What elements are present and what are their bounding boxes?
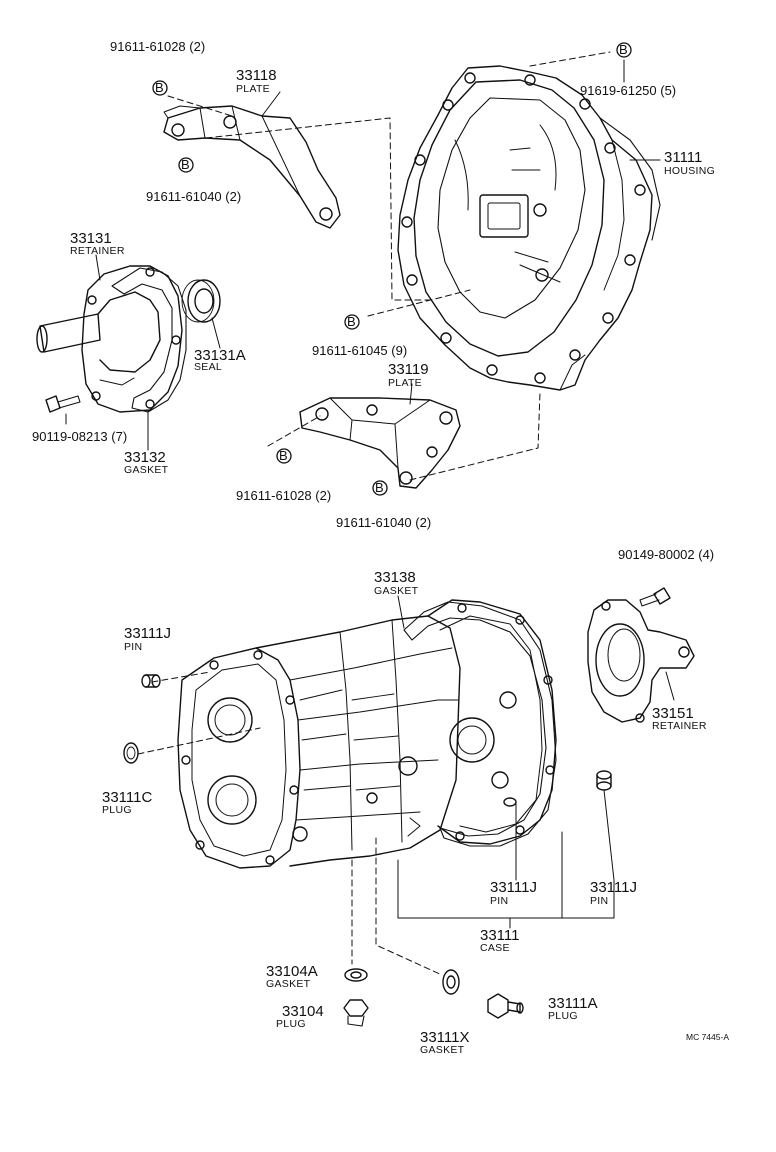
housing-31111 — [397, 65, 661, 391]
plate-33119 — [299, 397, 461, 489]
label-33118: 33118 — [236, 67, 277, 84]
label-33111J-a: 33111J — [490, 879, 537, 896]
bolt-90149-80002 — [639, 587, 671, 607]
label-33118-name: PLATE — [236, 83, 270, 95]
pin-33111J-right — [596, 770, 612, 791]
leader-lines — [65, 51, 675, 976]
label-31111-name: HOUSING — [664, 165, 716, 177]
drawing-code: MC 7445-A — [686, 1032, 729, 1042]
label-33104: 33104 — [282, 1003, 324, 1020]
label-33111J-b-name: PIN — [590, 895, 609, 907]
label-33111X: 33111X — [420, 1029, 470, 1046]
label-91611-61040-mid: 91611-61040 (2) — [336, 515, 432, 530]
label-33119-name: PLATE — [388, 377, 422, 389]
label-33131-name: RETAINER — [70, 245, 125, 257]
marker-b-3: B — [619, 42, 628, 57]
gasket-33138 — [403, 601, 557, 847]
label-33111-name: CASE — [480, 942, 510, 954]
label-33132: 33132 — [124, 449, 166, 466]
marker-b-4: B — [347, 314, 356, 329]
label-91611-61040-top: 91611-61040 (2) — [146, 189, 242, 204]
bolt-90119-08213 — [45, 395, 81, 413]
plug-33111C — [123, 742, 139, 764]
marker-b-1: B — [155, 80, 164, 95]
label-91611-61045: 91611-61045 (9) — [312, 343, 408, 358]
marker-b-2: B — [181, 157, 190, 172]
label-33111X-name: GASKET — [420, 1044, 465, 1056]
pin-33111J-center — [503, 797, 517, 807]
label-33111A-name: PLUG — [548, 1010, 578, 1022]
label-33151-name: RETAINER — [652, 720, 707, 732]
label-91611-61028-mid: 91611-61028 (2) — [236, 488, 332, 503]
label-31111: 31111 — [664, 149, 703, 166]
gasket-33104A — [344, 968, 368, 982]
label-33131A: 33131A — [194, 347, 246, 364]
label-33111J-a-name: PIN — [490, 895, 509, 907]
label-33111C-name: PLUG — [102, 804, 132, 816]
label-33138: 33138 — [374, 569, 416, 586]
label-33104A-name: GASKET — [266, 978, 311, 990]
retainer-33131 — [36, 265, 183, 413]
marker-b-6: B — [375, 480, 384, 495]
label-90119-08213: 90119-08213 (7) — [32, 429, 128, 444]
retainer-33151 — [587, 599, 695, 723]
label-91619-61250: 91619-61250 (5) — [580, 83, 677, 98]
plate-33118 — [163, 105, 341, 229]
label-33111C: 33111C — [102, 789, 153, 806]
marker-b-circles — [152, 42, 632, 496]
label-33111A: 33111A — [548, 995, 598, 1012]
label-33111: 33111 — [480, 927, 520, 944]
plug-33104 — [343, 999, 369, 1027]
label-33132-name: GASKET — [124, 464, 169, 476]
label-33138-name: GASKET — [374, 585, 419, 597]
label-33111J-b: 33111J — [590, 879, 637, 896]
label-33131: 33131 — [70, 230, 112, 247]
label-33151: 33151 — [652, 705, 694, 722]
pin-33111J-left — [141, 674, 161, 688]
gasket-33111X — [442, 969, 460, 995]
case-33111 — [177, 599, 557, 869]
plug-33111A — [487, 993, 524, 1019]
label-33104A: 33104A — [266, 963, 318, 980]
label-33111J-left: 33111J — [124, 625, 171, 642]
label-91611-61028-top: 91611-61028 (2) — [110, 39, 206, 54]
seal-33131A — [181, 279, 221, 323]
gasket-33132 — [111, 267, 187, 413]
marker-b-5: B — [279, 448, 288, 463]
label-33131A-name: SEAL — [194, 361, 223, 373]
label-33104-name: PLUG — [276, 1018, 306, 1030]
label-90149-80002: 90149-80002 (4) — [618, 547, 715, 562]
label-33111J-left-name: PIN — [124, 641, 143, 653]
label-33119: 33119 — [388, 361, 429, 378]
